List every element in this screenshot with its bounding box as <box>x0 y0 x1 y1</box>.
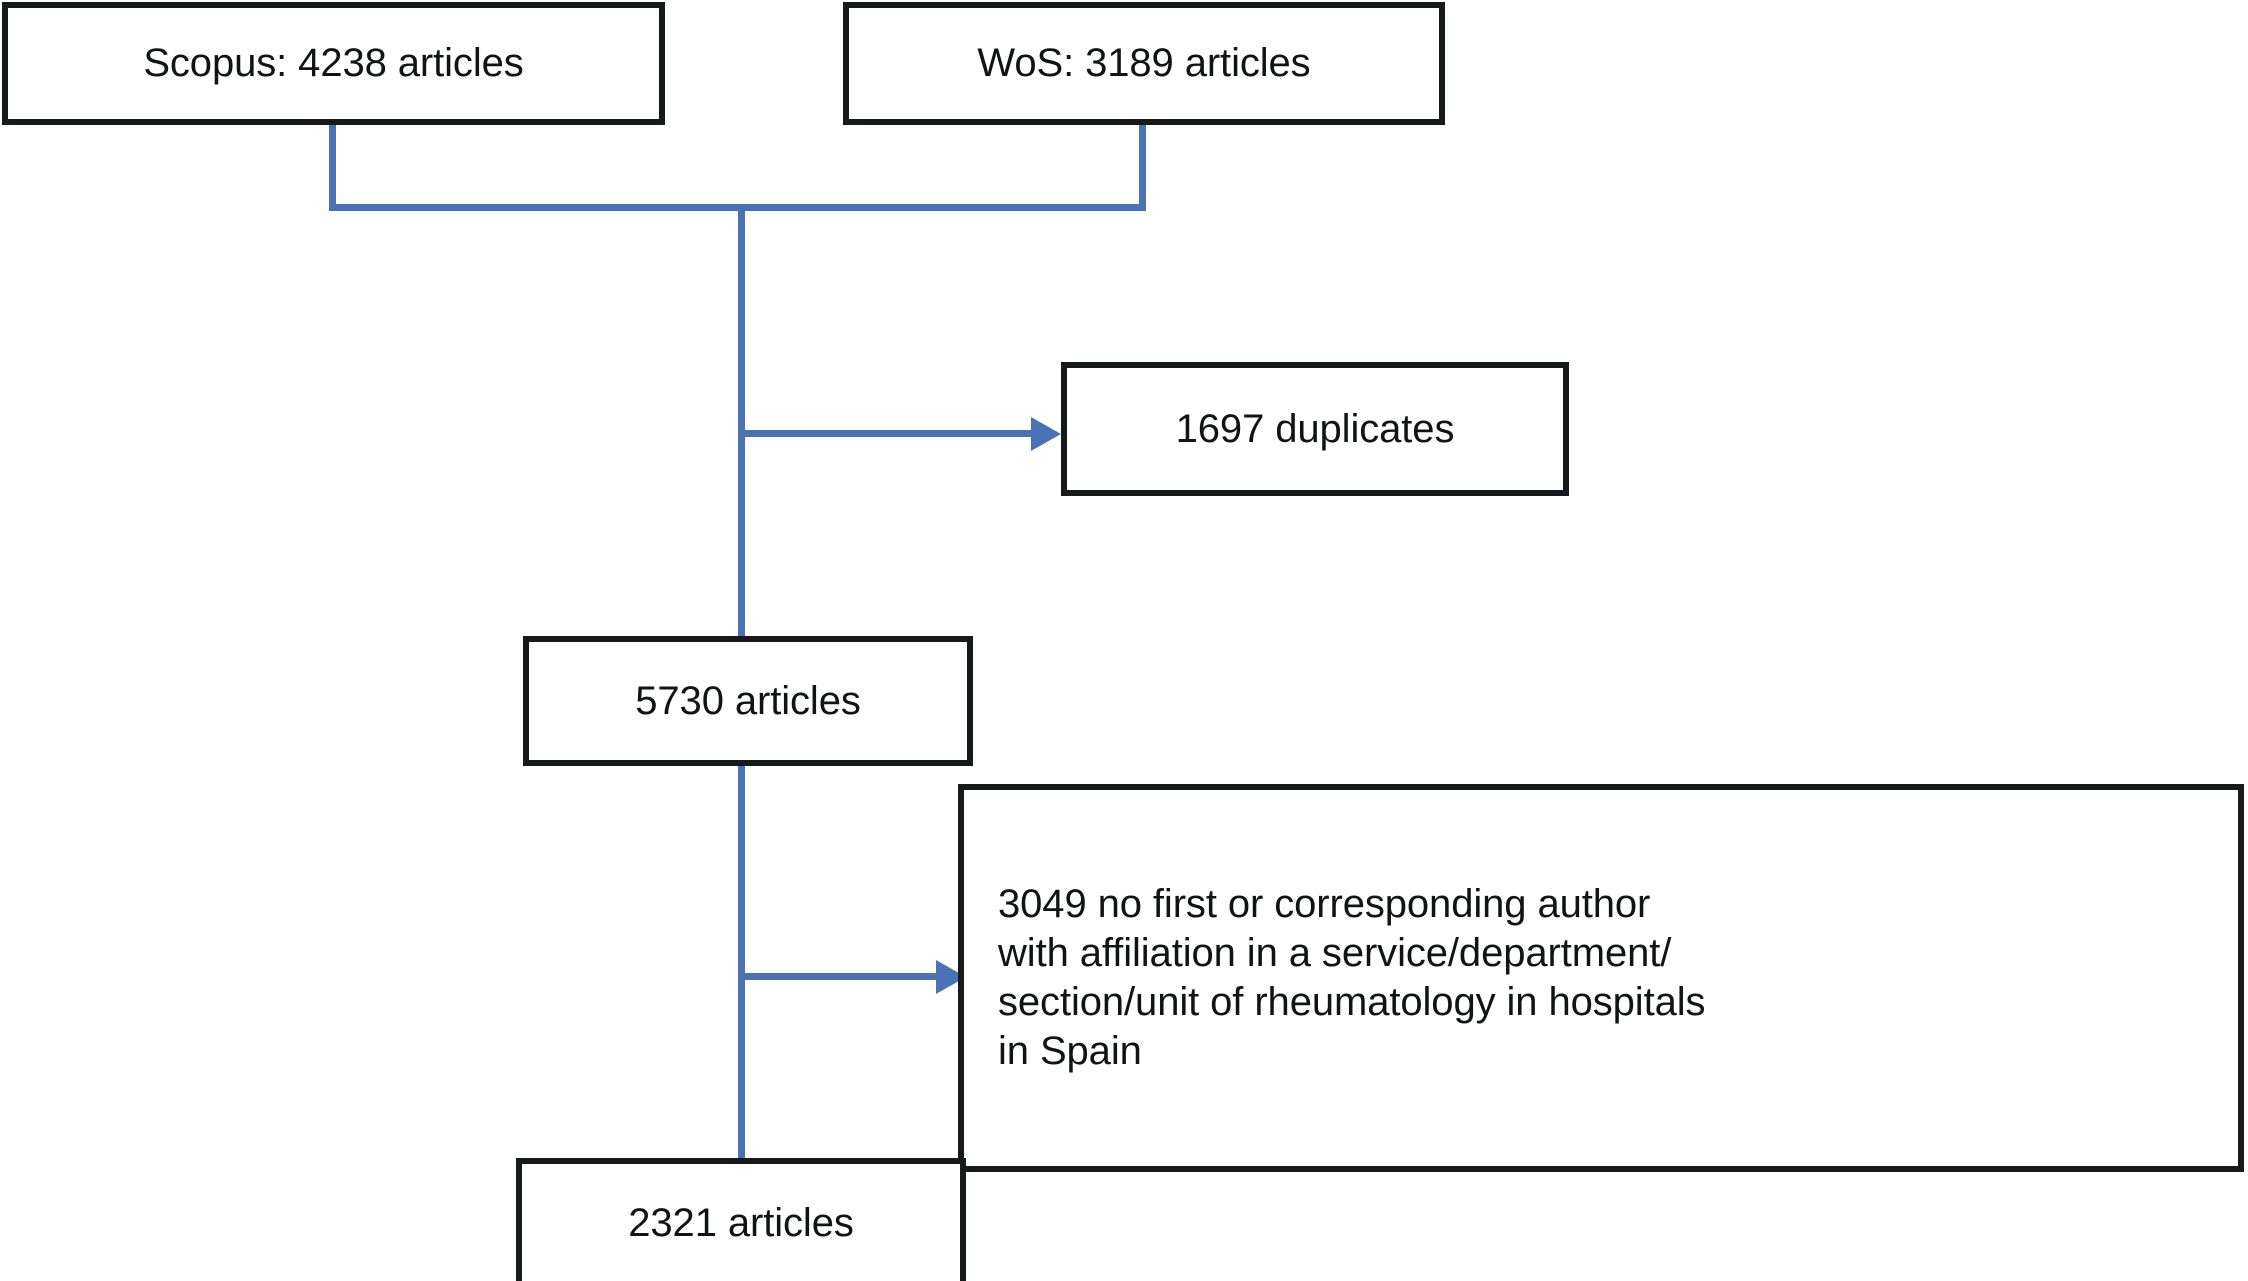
connector-main-spine-lower <box>738 760 745 1162</box>
connector-duplicates-branch <box>738 430 1033 437</box>
node-wos-box[interactable]: WoS: 3189 articles <box>843 2 1445 125</box>
connector-scopus-vertical <box>329 122 336 210</box>
node-included-label: 2321 articles <box>628 1200 854 1245</box>
connector-excluded-branch <box>738 973 938 980</box>
node-duplicates-box[interactable]: 1697 duplicates <box>1061 362 1569 496</box>
connector-main-spine-upper <box>738 204 745 640</box>
node-included-box[interactable]: 2321 articles <box>516 1158 966 1281</box>
node-merged-box[interactable]: 5730 articles <box>523 636 973 766</box>
node-scopus-box[interactable]: Scopus: 4238 articles <box>2 2 665 125</box>
node-scopus-label: Scopus: 4238 articles <box>143 41 524 86</box>
node-excluded-label: 3049 no first or corresponding author wi… <box>998 882 1706 1073</box>
node-merged-label: 5730 articles <box>635 678 861 723</box>
connector-sources-join-bar <box>329 204 1146 211</box>
node-duplicates-label: 1697 duplicates <box>1175 406 1455 451</box>
node-wos-label: WoS: 3189 articles <box>977 41 1311 86</box>
node-excluded-box[interactable]: 3049 no first or corresponding author wi… <box>958 784 2244 1172</box>
arrowhead-duplicates <box>1031 417 1061 451</box>
connector-wos-vertical <box>1139 122 1146 210</box>
